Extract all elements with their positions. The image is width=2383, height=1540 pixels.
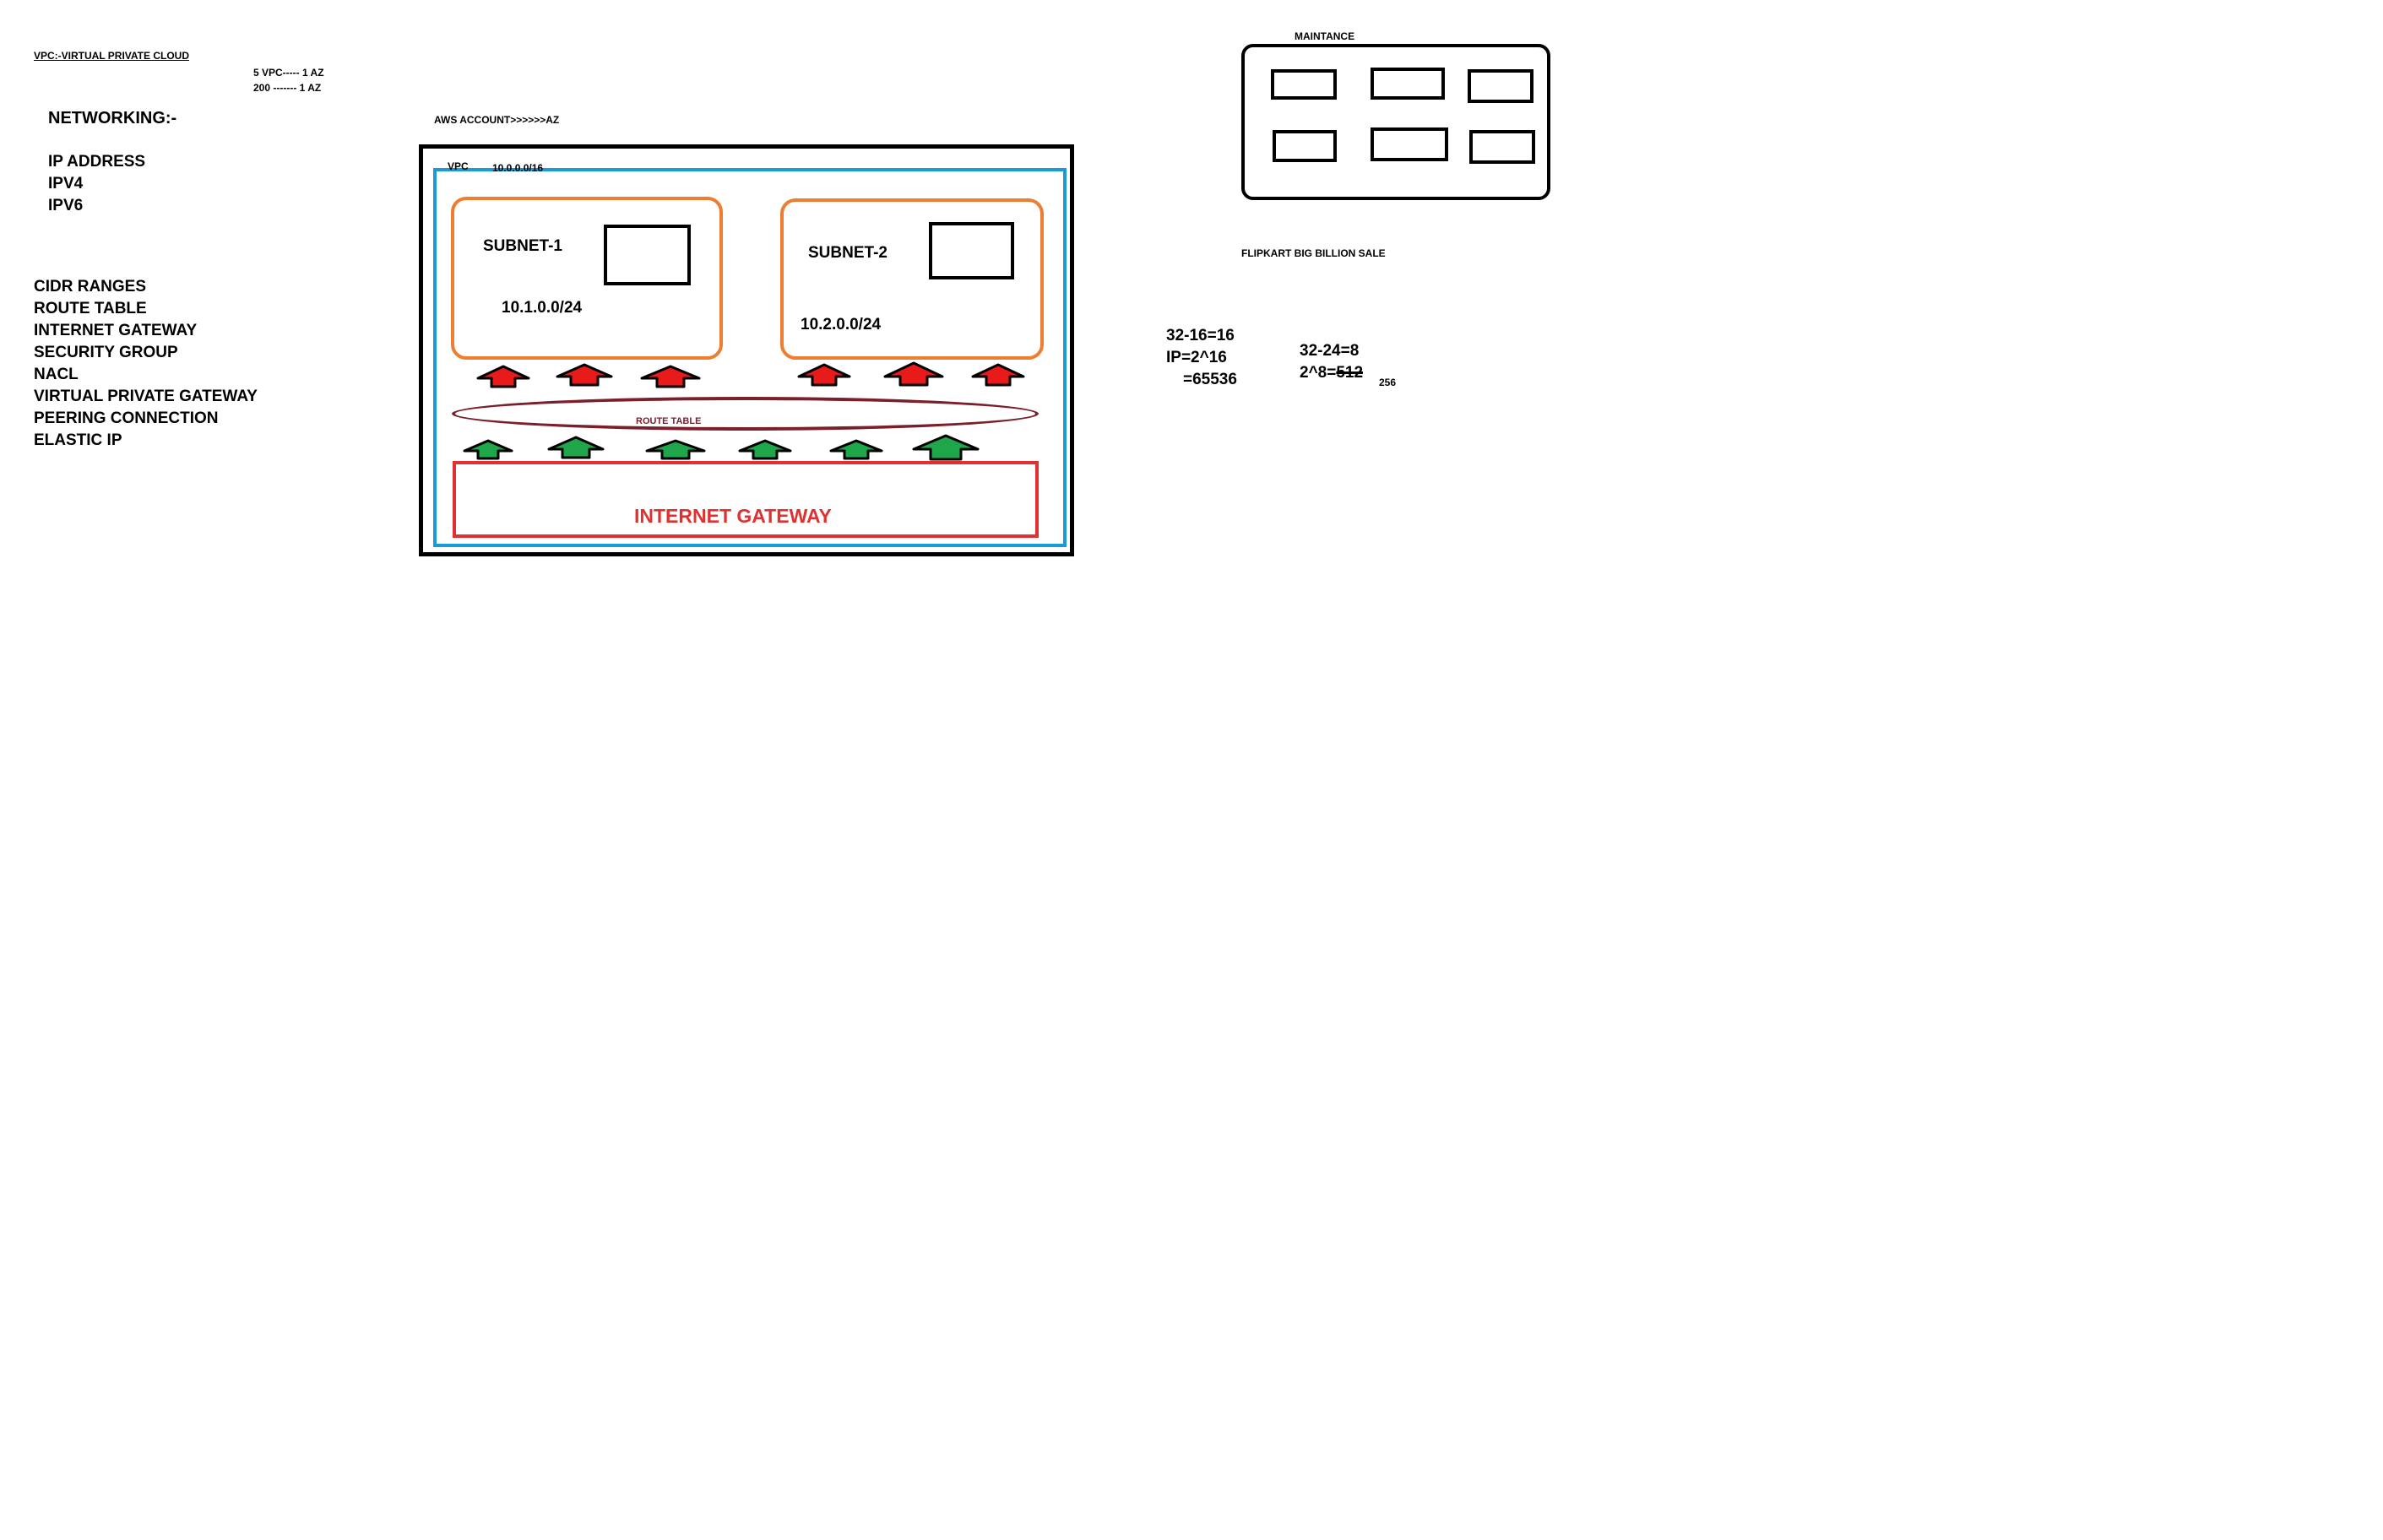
topic-cidr-ranges: CIDR RANGES [34,278,147,296]
route-table-label: ROUTE TABLE [636,416,702,426]
subnet-1-label: SUBNET-1 [483,237,562,255]
red-arrow [476,365,530,388]
green-arrow [829,439,883,460]
red-arrow [640,365,701,388]
vpc-title: VPC:-VIRTUAL PRIVATE CLOUD [34,50,190,62]
red-arrow [556,363,613,387]
internet-gateway-box [453,461,1039,538]
server-box [1271,69,1337,100]
maintenance-title: MAINTANCE [1295,30,1355,42]
subnet-2-cidr: 10.2.0.0/24 [801,316,882,333]
ipv4-label: IPV4 [48,175,84,192]
server-box [1469,130,1535,164]
subnet-2-box [780,198,1044,360]
topic-internet-gateway: INTERNET GATEWAY [34,322,198,339]
vpc-cidr: 10.0.0.0/16 [492,162,544,174]
subnet-2-instance [929,222,1014,279]
subnet-1-cidr: 10.1.0.0/24 [502,299,583,317]
calc-line-1: 32-16=16 [1166,327,1235,344]
maintenance-caption: FLIPKART BIG BILLION SALE [1241,247,1386,259]
aws-account-box [419,144,1074,556]
ipv6-label: IPV6 [48,197,84,214]
vpc-limit-note-2: 200 ------- 1 AZ [253,82,322,94]
calc-line-5-prefix: 2^8= [1300,364,1337,382]
vpc-box [433,168,1067,547]
vpc-limit-note: 5 VPC----- 1 AZ [253,67,324,79]
server-box [1468,69,1533,103]
subnet-1-instance [604,225,691,285]
green-arrow [645,439,706,460]
server-box [1371,68,1445,100]
aws-account-label: AWS ACCOUNT>>>>>>AZ [434,114,560,126]
ip-address-label: IP ADDRESS [48,153,146,171]
topic-virtual-private-gateway: VIRTUAL PRIVATE GATEWAY [34,388,258,405]
maintenance-panel [1241,44,1550,200]
route-table-box [452,397,1039,431]
green-arrow [738,439,792,460]
server-box [1273,130,1337,162]
green-arrow [547,436,605,459]
calc-line-3: =65536 [1183,371,1237,388]
calc-line-2: IP=2^16 [1166,349,1227,366]
red-arrow [971,363,1025,387]
green-arrow [912,434,980,461]
vpc-label: VPC [448,160,469,172]
topic-elastic-ip: ELASTIC IP [34,431,122,449]
calc-struck-value: 512 [1336,364,1364,382]
topic-security-group: SECURITY GROUP [34,344,178,361]
calc-line-5: 2^8=512 [1300,365,1363,381]
red-arrow [883,361,944,387]
subnet-2-label: SUBNET-2 [808,244,888,262]
topic-route-table: ROUTE TABLE [34,300,147,317]
topic-nacl: NACL [34,366,79,383]
green-arrow [463,439,513,460]
calc-line-4: 32-24=8 [1300,342,1360,360]
topic-peering-connection: PEERING CONNECTION [34,409,219,427]
calc-correction: 256 [1379,377,1397,388]
subnet-1-box [451,197,723,360]
red-arrow [797,363,851,387]
server-box [1371,127,1448,161]
internet-gateway-label: INTERNET GATEWAY [634,505,832,527]
networking-heading: NETWORKING:- [48,109,177,127]
